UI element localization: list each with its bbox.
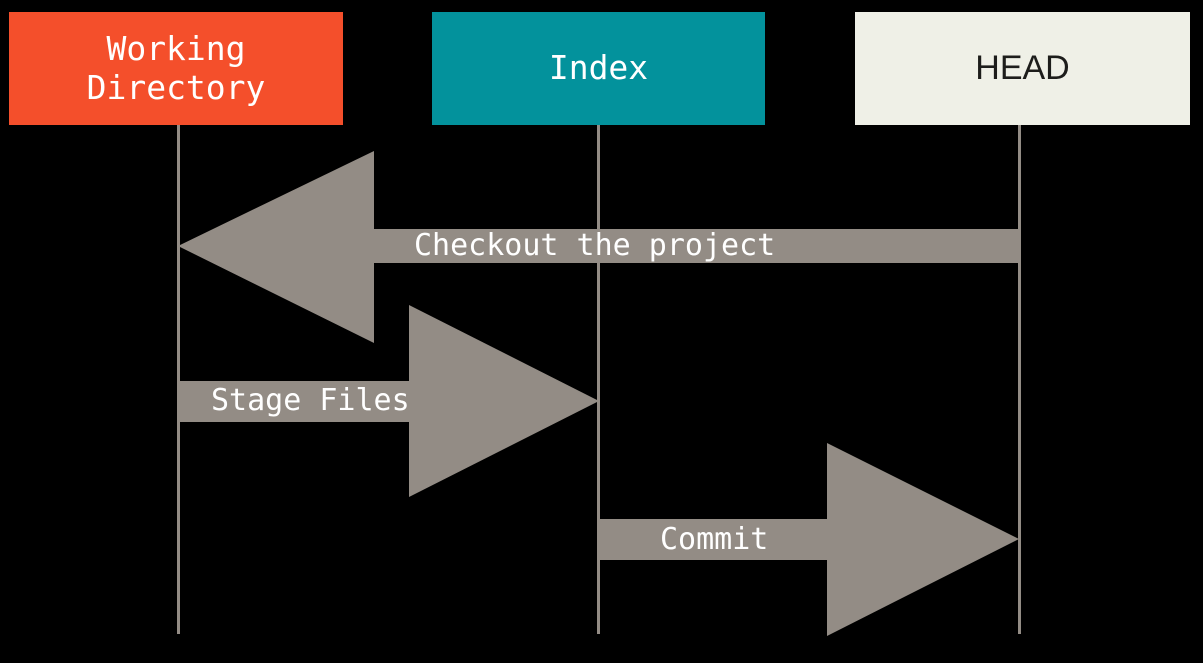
arrow-commit-label: Commit [660, 522, 769, 557]
lifeline-working-directory [177, 125, 180, 634]
node-index[interactable]: Index [432, 12, 765, 125]
node-working-directory[interactable]: Working Directory [9, 12, 343, 125]
lifeline-index [597, 125, 600, 634]
arrow-commit[interactable]: Commit [598, 443, 1019, 637]
arrow-checkout[interactable]: Checkout the project [178, 150, 1020, 344]
lifeline-head [1018, 125, 1021, 634]
node-head[interactable]: HEAD [855, 12, 1190, 125]
arrow-stage-files[interactable]: Stage Files [178, 304, 599, 498]
node-index-label: Index [548, 48, 649, 88]
arrow-stage-files-label: Stage Files [211, 383, 410, 418]
node-head-label: HEAD [975, 49, 1070, 88]
node-working-directory-label: Working Directory [86, 28, 266, 107]
arrow-checkout-label: Checkout the project [414, 228, 776, 263]
